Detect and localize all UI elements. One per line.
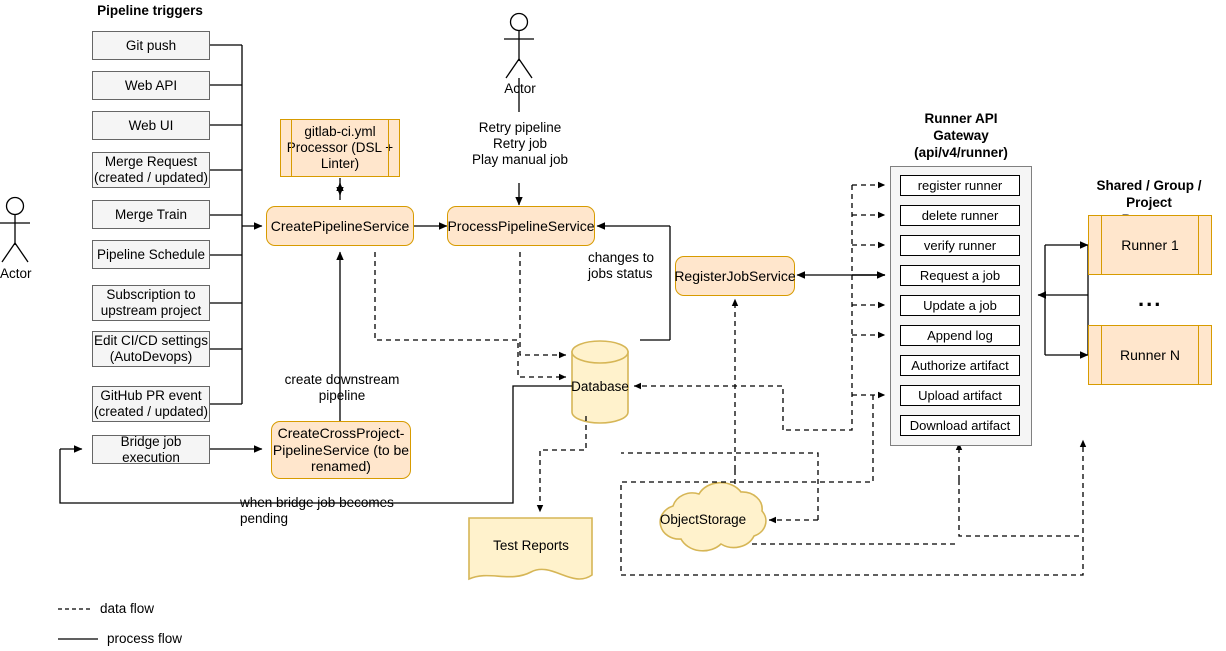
edge-changes-to-jobs-status — [596, 222, 671, 341]
gateway-endpoint-update-a-job[interactable]: Update a job — [900, 295, 1020, 316]
trigger-github-pr-event[interactable]: GitHub PR event (created / updated) — [92, 386, 210, 422]
trigger-bridge-job-execution[interactable]: Bridge job execution — [92, 434, 210, 465]
gateway-endpoint-delete-runner[interactable]: delete runner — [900, 205, 1020, 226]
edge-download-artifact-bus — [958, 480, 1083, 537]
trigger-web-ui[interactable]: Web UI — [92, 111, 210, 140]
gateway-endpoint-authorize-artifact[interactable]: Authorize artifact — [900, 355, 1020, 376]
edge-bus-to-database-right — [633, 382, 784, 430]
edge-gateway-bottom-bus — [620, 395, 1087, 576]
trigger-subscription-upstream[interactable]: Subscription to upstream project — [92, 285, 210, 321]
trigger-git-push[interactable]: Git push — [92, 31, 210, 60]
create-cross-project-pipeline-service[interactable]: CreateCrossProject- PipelineService (to … — [271, 421, 411, 479]
gateway-endpoint-upload-artifact[interactable]: Upload artifact — [900, 385, 1020, 406]
trigger-pipeline-schedule[interactable]: Pipeline Schedule — [92, 240, 210, 269]
object-storage-cloud — [659, 481, 767, 552]
edge-gateway-to-runners — [1038, 241, 1089, 359]
when-bridge-job-pending-label: when bridge job becomes pending — [240, 495, 394, 527]
process-pipeline-service[interactable]: ProcessPipelineService — [447, 206, 595, 246]
edge-objectstorage-upper-bus — [621, 452, 819, 520]
create-downstream-pipeline-label: create downstream pipeline — [284, 372, 400, 404]
gateway-endpoint-request-a-job[interactable]: Request a job — [900, 265, 1020, 286]
edge-createpipeline-to-database-data — [374, 252, 567, 381]
database-label: Database — [571, 379, 629, 394]
database-cylinder — [571, 340, 629, 424]
runner-api-gateway-heading: Runner API Gateway (api/v4/runner) — [914, 111, 1008, 160]
test-reports-document — [468, 517, 593, 581]
actor-top-label: Actor — [504, 81, 536, 96]
actor-left-label: Actor — [0, 266, 32, 281]
gitlab-ci-yml-processor[interactable]: gitlab-ci.yml Processor (DSL + Linter) — [280, 119, 400, 177]
object-storage-label: ObjectStorage — [659, 512, 747, 527]
gateway-endpoint-download-artifact[interactable]: Download artifact — [900, 415, 1020, 436]
pipeline-triggers-heading: Pipeline triggers — [97, 3, 203, 18]
gateway-endpoint-register-runner[interactable]: register runner — [900, 175, 1020, 196]
runner-1[interactable]: Runner 1 — [1088, 215, 1212, 275]
gateway-endpoint-verify-runner[interactable]: verify runner — [900, 235, 1020, 256]
trigger-edit-cicd-settings[interactable]: Edit CI/CD settings (AutoDevops) — [92, 331, 210, 367]
retry-actions-label: Retry pipeline Retry job Play manual job — [471, 120, 569, 168]
edge-database-to-bridge-pending — [59, 385, 572, 504]
register-job-service[interactable]: RegisterJobService — [674, 256, 796, 296]
actor-left-figure — [0, 196, 30, 263]
edge-gateway-left-bus-to-database — [783, 181, 886, 431]
edge-processpipeline-database-data — [519, 252, 567, 359]
trigger-web-api[interactable]: Web API — [92, 71, 210, 100]
runner-n[interactable]: Runner N — [1088, 325, 1212, 385]
edge-triggers-bus — [210, 44, 263, 405]
legend-processflow-label: process flow — [107, 631, 183, 646]
actor-top-figure — [504, 12, 534, 79]
trigger-merge-request[interactable]: Merge Request (created / updated) — [92, 152, 210, 188]
changes-to-jobs-status-label: changes to jobs status — [588, 250, 655, 282]
gateway-endpoint-append-log[interactable]: Append log — [900, 325, 1020, 346]
test-reports-label: Test Reports — [493, 538, 569, 553]
trigger-merge-train[interactable]: Merge Train — [92, 200, 210, 229]
runners-ellipsis: ... — [1138, 286, 1163, 311]
edge-database-to-testreports-data — [536, 416, 587, 513]
create-pipeline-service[interactable]: CreatePipelineService — [266, 206, 414, 246]
legend-dataflow-label: data flow — [100, 601, 155, 616]
